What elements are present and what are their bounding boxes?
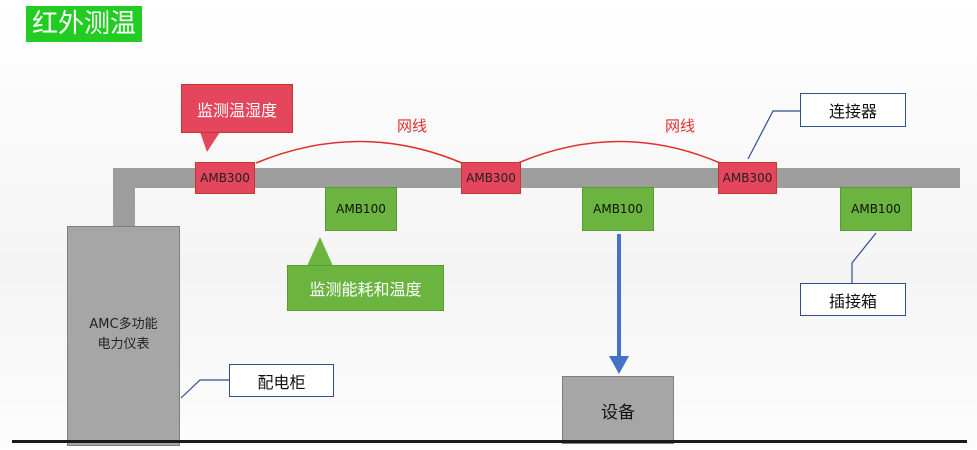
connector-label: 连接器	[800, 93, 906, 127]
equipment-arrow-head	[609, 356, 629, 374]
amb100-meter-1: AMB100	[325, 187, 397, 231]
monitor-energy-temp-callout: 监测能耗和温度	[287, 265, 444, 311]
distribution-cabinet-label: 配电柜	[229, 364, 334, 397]
equipment-box: 设备	[562, 376, 674, 444]
amb300-meter-1: AMB300	[195, 162, 255, 194]
amb300-meter-2: AMB300	[461, 162, 521, 194]
busway-riser	[113, 168, 135, 228]
amb300-meter-3: AMB300	[718, 162, 777, 194]
power-box-leader	[851, 232, 877, 285]
red-callout-pointer	[200, 132, 220, 152]
floor-line	[12, 440, 967, 443]
power-box-label: 插接箱	[800, 283, 906, 316]
connector-leader	[747, 110, 800, 160]
network-cable-label-2: 网线	[665, 117, 696, 135]
green-callout-pointer	[307, 237, 333, 266]
network-cable-label-1: 网线	[397, 117, 428, 135]
amb100-meter-2: AMB100	[582, 187, 654, 231]
page-title: 红外测温	[26, 6, 142, 42]
network-wire-2	[517, 140, 721, 164]
cabinet-label-line2: 电力仪表	[97, 337, 150, 352]
monitor-temp-humidity-callout: 监测温湿度	[181, 84, 293, 133]
amb100-meter-3: AMB100	[840, 187, 912, 231]
cabinet-leader	[180, 379, 229, 399]
cabinet-label-line1: AMC多功能	[89, 317, 158, 332]
network-wire-1	[255, 140, 463, 164]
distribution-cabinet: AMC多功能 电力仪表	[67, 226, 180, 446]
